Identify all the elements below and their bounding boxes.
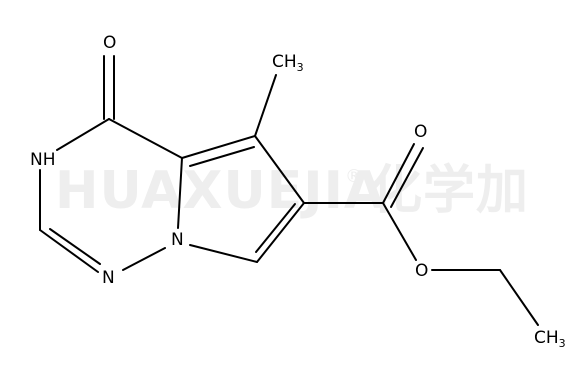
bond-c2-n1-b	[49, 228, 101, 265]
bond-c4a-nbridge	[177, 157, 183, 229]
watermark-registered: ®	[345, 166, 363, 187]
bond-c4a-c5-a	[181, 135, 256, 159]
watermark-text: HUAXUEJIA	[55, 161, 385, 221]
bond-nbridge-c7	[189, 244, 258, 263]
bond-n1-nbridge	[122, 247, 166, 271]
bond-c4a-c5-b	[189, 146, 255, 167]
atom-o-carbonyl: O	[103, 33, 116, 53]
bond-ch2-ch3	[499, 269, 539, 326]
bond-c4-nh	[56, 118, 110, 151]
atom-methyl: CH3	[272, 52, 304, 74]
bonds	[39, 55, 539, 326]
bond-c4-c4a	[108, 118, 183, 159]
watermark-cjk: 化学加	[370, 161, 529, 221]
bond-c6-c7-a	[256, 202, 305, 263]
bond-c5-c6	[254, 135, 305, 204]
atom-n-bridge: N	[171, 230, 184, 250]
bond-c2-n1-a	[39, 229, 99, 273]
atom-ethyl-ch3: CH3	[534, 328, 566, 350]
atom-o-ester-single: O	[415, 261, 428, 281]
atom-nh: NH	[30, 150, 56, 170]
atom-o-ester-double: O	[414, 122, 427, 142]
bond-c6-c7-b	[255, 203, 296, 253]
bond-cester-osingle	[382, 202, 417, 261]
bond-cester-o-b	[390, 147, 424, 208]
bond-cester-o-a	[382, 143, 415, 204]
atom-labels: O NH N N O O CH3 CH3	[30, 33, 566, 350]
atom-n-low: N	[102, 268, 115, 288]
bond-c5-methyl	[254, 74, 277, 137]
